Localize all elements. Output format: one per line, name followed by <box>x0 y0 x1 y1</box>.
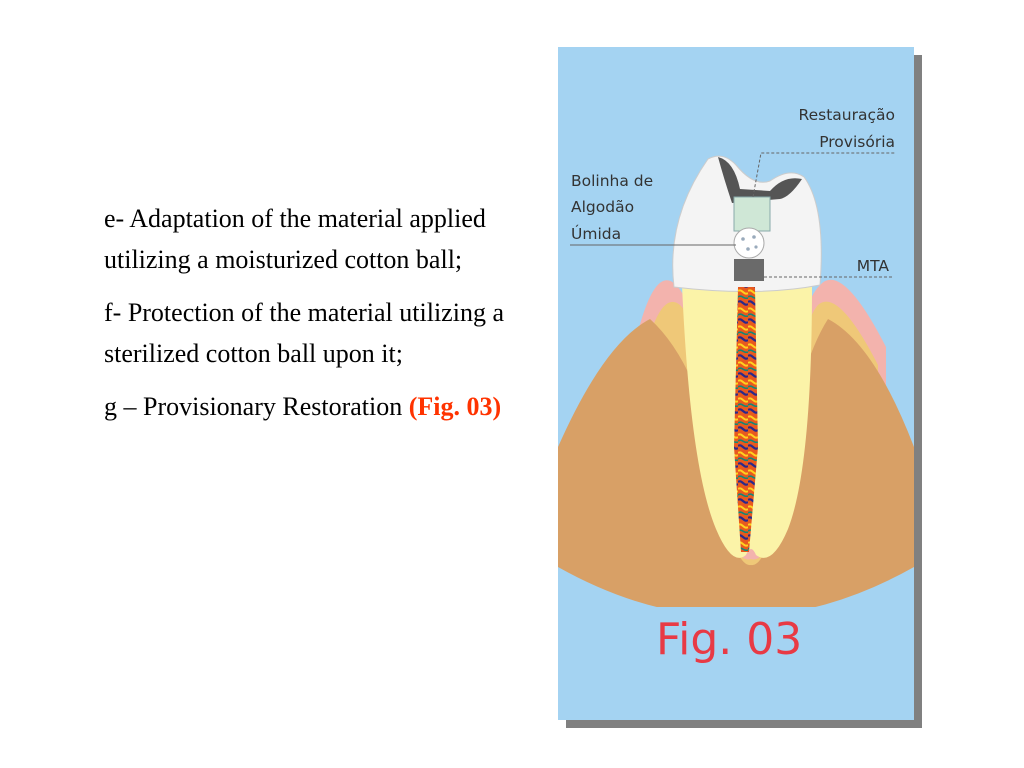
provisional-restoration <box>733 196 771 232</box>
label-bolinha-line1: Bolinha de <box>571 172 653 190</box>
figure-caption: Fig. 03 <box>656 614 802 665</box>
label-bolinha-line2: Algodão <box>571 198 634 216</box>
paragraph-f: f- Protection of the material utilizing … <box>104 298 504 368</box>
label-restauracao-line2: Provisória <box>819 133 895 151</box>
mta-layer <box>734 259 764 281</box>
paragraph-g: g – Provisionary Restoration (Fig. 03) <box>104 386 504 427</box>
paragraph-g-text: g – Provisionary Restoration <box>104 392 409 421</box>
tooth-illustration: Restauração Provisória Bolinha de Algodã… <box>558 106 914 720</box>
label-bolinha-line3: Úmida <box>571 224 621 243</box>
paragraph-e: e- Adaptation of the material applied ut… <box>104 204 486 274</box>
cotton-ball <box>733 227 765 259</box>
label-mta: MTA <box>857 257 890 275</box>
tooth-figure: Restauração Provisória Bolinha de Algodã… <box>558 47 914 720</box>
slide-text: e- Adaptation of the material applied ut… <box>104 198 504 439</box>
figure-reference: (Fig. 03) <box>408 392 502 421</box>
bone <box>558 319 914 607</box>
label-restauracao-line1: Restauração <box>799 106 895 124</box>
root-canal <box>734 287 758 552</box>
